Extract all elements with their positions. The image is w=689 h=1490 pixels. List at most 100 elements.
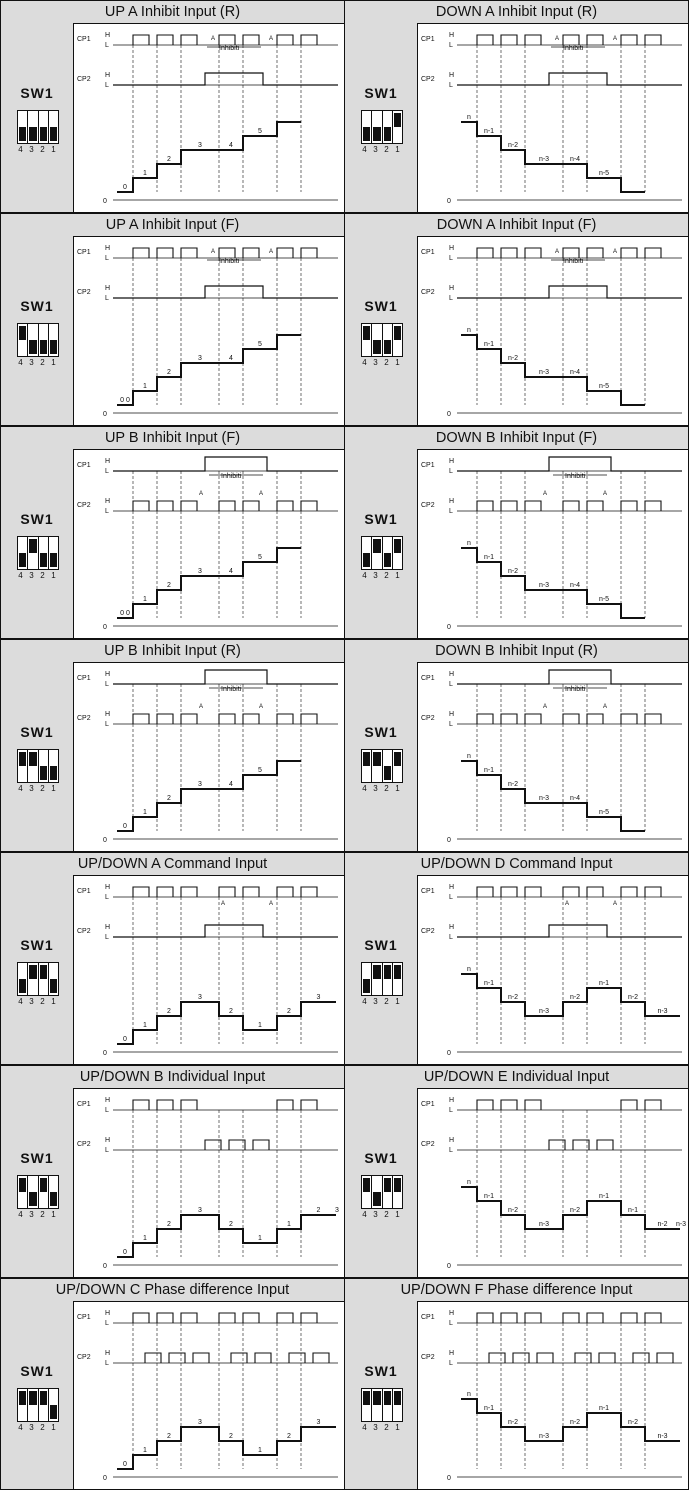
cp2-pulse (132, 500, 150, 511)
dip-number: 4 (18, 145, 23, 154)
switch-label: SW1 (20, 85, 54, 101)
zero-label: 0 (447, 198, 451, 205)
dip-switch-slot (383, 963, 393, 995)
cp1-pulse (156, 34, 174, 45)
dip-switch-knob (393, 1391, 401, 1405)
dip-switch-knob (373, 340, 381, 354)
cp2-pulse (218, 500, 236, 511)
dip-switch-slot (39, 537, 49, 569)
high-label: H (105, 1137, 110, 1144)
cp1-pulse (620, 1312, 638, 1323)
cp2-pulse (218, 713, 236, 724)
low-label: L (449, 1147, 453, 1154)
dip-number: 2 (384, 358, 389, 367)
dip-switch-knob (39, 127, 47, 141)
dip-number: 4 (18, 571, 23, 580)
dip-number: 1 (395, 1210, 400, 1219)
dip-number: 1 (395, 145, 400, 154)
a-label: A (565, 901, 569, 907)
low-label: L (105, 1320, 109, 1327)
dip-number: 1 (395, 784, 400, 793)
cp1-pulse (524, 1099, 542, 1110)
count-staircase (117, 121, 301, 193)
cp2-pulse (596, 1139, 614, 1150)
cp1-pulse (156, 1312, 174, 1323)
zero-label: 0 (103, 411, 107, 418)
high-label: H (105, 1350, 110, 1357)
dip-switch-knob (49, 340, 57, 354)
dip-switch-slot (18, 1176, 29, 1208)
count-label: n-1 (599, 980, 609, 987)
dip-number: 4 (362, 358, 367, 367)
inhibit-label: Inhibiti (565, 473, 586, 480)
cp1-label: CP1 (421, 675, 435, 682)
dip-switch-knob (393, 1178, 401, 1192)
cp1-pulse (276, 1099, 294, 1110)
count-label: 1 (143, 1022, 147, 1029)
cp2-pulse (586, 713, 604, 724)
count-label: 5 (258, 767, 262, 774)
dip-switch-knob (29, 539, 37, 553)
cp1-pulse (562, 1312, 580, 1323)
cp1-pulse (180, 34, 198, 45)
a-label: A (211, 249, 215, 255)
dip-number: 2 (384, 1210, 389, 1219)
count-label: n-3 (676, 1221, 686, 1228)
cp1-label: CP1 (421, 888, 435, 895)
cp1-pulse (524, 247, 542, 258)
dip-switch-slot (393, 750, 402, 782)
cp1-label: CP1 (421, 36, 435, 43)
high-label: H (105, 711, 110, 718)
cp1-pulse (276, 247, 294, 258)
low-label: L (105, 894, 109, 901)
dip-switch-slot (372, 111, 383, 143)
cp1-pulse (242, 1312, 260, 1323)
cp1-pulse (620, 34, 638, 45)
dip-switch-slot (18, 750, 29, 782)
count-label: 4 (229, 355, 233, 362)
count-label: 5 (258, 554, 262, 561)
cp1-pulse (524, 34, 542, 45)
cp1-label: CP1 (77, 1314, 91, 1321)
dip-switch-knob (19, 1178, 27, 1192)
dip-number: 2 (40, 571, 45, 580)
cp1-pulse (476, 1099, 494, 1110)
dip-switch-slot (393, 537, 402, 569)
count-label: 3 (317, 1419, 321, 1426)
dip-switch-slot (18, 324, 29, 356)
count-label: n-3 (539, 1221, 549, 1228)
cp2-pulse (204, 1139, 222, 1150)
count-staircase (117, 1001, 336, 1045)
dip-number: 2 (40, 784, 45, 793)
count-label: n (467, 753, 471, 760)
high-label: H (105, 1310, 110, 1317)
cp2-pulse (252, 1139, 270, 1150)
cp1-inhibit-level (457, 669, 682, 685)
count-label: n-4 (570, 156, 580, 163)
cp2-pulse (632, 1352, 650, 1363)
inhibit-label: Inhibiti (219, 45, 240, 52)
dip-switch-knob (39, 1391, 47, 1405)
low-label: L (449, 1320, 453, 1327)
cp1-pulse (476, 247, 494, 258)
low-label: L (105, 721, 109, 728)
high-label: H (105, 285, 110, 292)
count-label: n-3 (539, 1433, 549, 1440)
high-label: H (105, 671, 110, 678)
inhibit-label: Inhibiti (563, 45, 584, 52)
count-label: 2 (287, 1008, 291, 1015)
dip-switch-icon (17, 1175, 59, 1209)
count-label: 4 (229, 568, 233, 575)
dip-switch-slot (49, 1389, 58, 1421)
dip-switch-icon (361, 1388, 403, 1422)
count-label: n (467, 327, 471, 334)
